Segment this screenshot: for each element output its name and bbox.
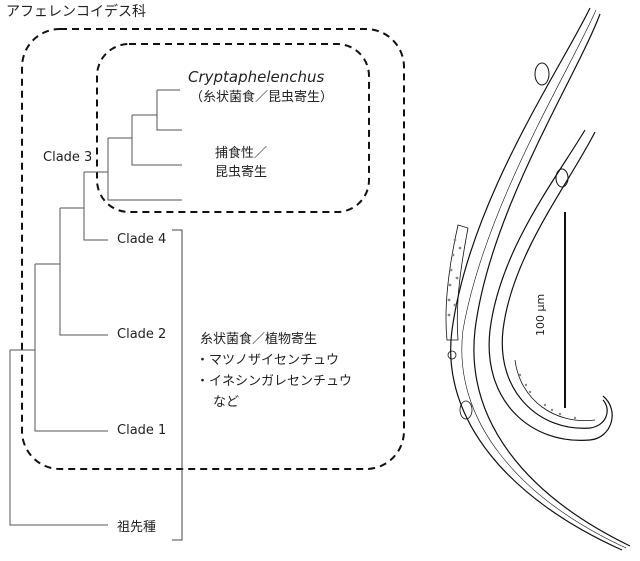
- branch-predatory-1: [131, 115, 182, 166]
- branch-clade4: [83, 172, 108, 241]
- fungal-plant-item2: ・イネシンガレセンチュウ: [196, 374, 353, 389]
- fungal-plant-item3: など: [213, 395, 240, 410]
- group-bracket: [172, 229, 183, 541]
- ancestor-label: 祖先種: [117, 520, 157, 535]
- family-label: アフェレンコイデス科: [6, 4, 146, 20]
- nematode-small-illustration: [488, 129, 613, 441]
- nematode-small-eggs: [518, 373, 577, 420]
- branch-predatory-2: [156, 90, 182, 131]
- branch-clade3-lower: [107, 138, 182, 201]
- nematode-large-illustration: [445, 7, 631, 551]
- genus-name: Cryptaphelenchus: [188, 68, 325, 86]
- fungal-plant-item1: ・マツノザイセンチュウ: [196, 353, 340, 368]
- family-boundary: [21, 28, 405, 470]
- branch-clade1: [34, 264, 108, 432]
- clade2-label: Clade 2: [117, 327, 167, 342]
- clade3-label: Clade 3: [43, 150, 93, 165]
- cryptaphelenchus-boundary: [96, 43, 370, 213]
- fungal-plant-label: 糸状菌食／植物寄生: [200, 332, 318, 347]
- genus-habit: （糸状菌食／昆虫寄生）: [190, 90, 334, 105]
- branch-ancestor: [9, 350, 108, 526]
- clade1-label: Clade 1: [117, 423, 167, 438]
- clade4-label: Clade 4: [117, 232, 167, 247]
- predatory-label-line1: 捕食性／: [215, 146, 268, 161]
- nematode-large-eggs: [447, 238, 462, 317]
- branch-clade2: [59, 208, 108, 336]
- predatory-label-line2: 昆虫寄生: [215, 165, 268, 180]
- scale-bar-label: 100 μm: [534, 293, 547, 336]
- tree-branches: [9, 89, 182, 526]
